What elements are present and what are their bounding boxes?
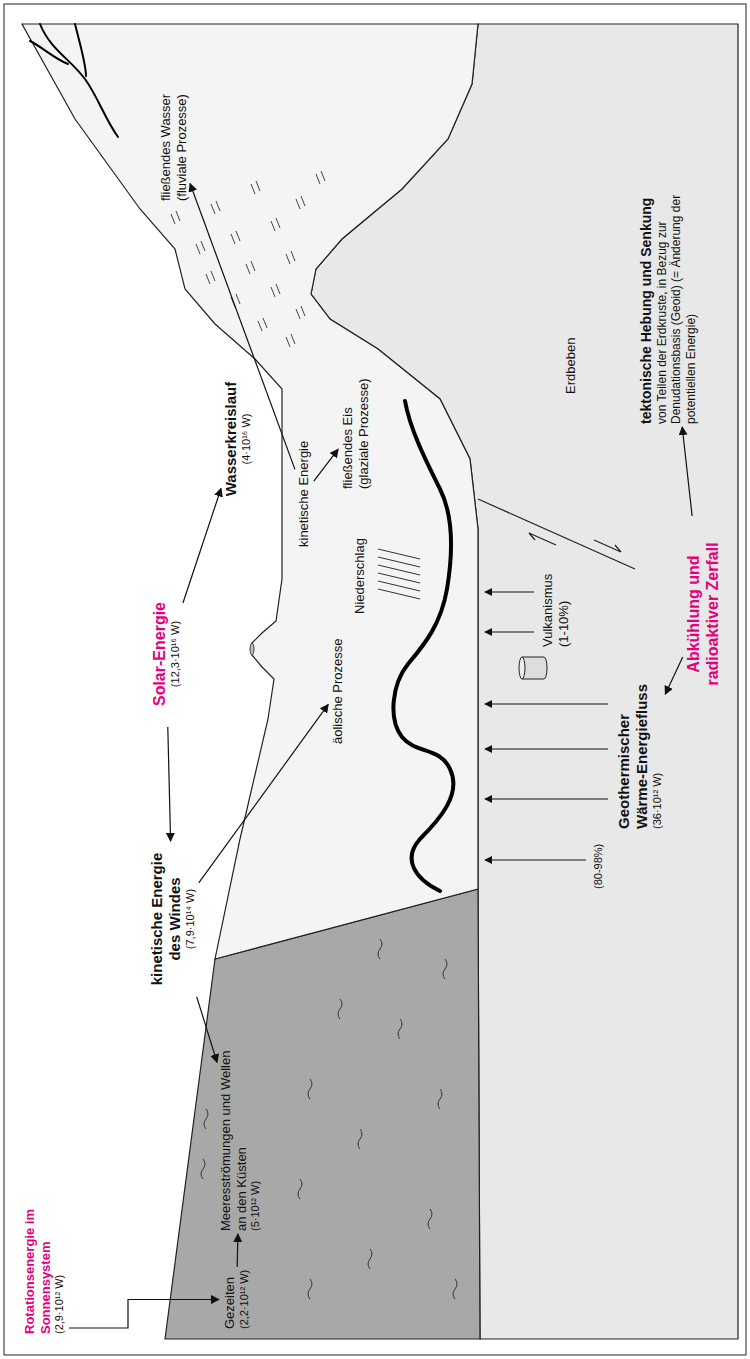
node-heading: Wasserkreislauf xyxy=(222,369,240,509)
flow-arrow xyxy=(69,1300,219,1329)
energy-flow: Wasserkreislauf(4·10¹⁶ W) xyxy=(222,369,253,509)
sea-waves xyxy=(201,939,457,1299)
flow-arrow xyxy=(197,997,217,1063)
node-heading: Meeresströmungen und Wellen an den Küste… xyxy=(218,1041,249,1231)
node-value: von Teilen der Erdkruste, in Bezug zur D… xyxy=(655,174,698,424)
energy-flow: kinetische Energie xyxy=(296,441,312,547)
node-value: (12,3·10¹⁶ W) xyxy=(169,584,182,724)
node-heading: kinetische Energie des Windes xyxy=(148,844,184,994)
label-slot: Vulkanismus (1-10%) xyxy=(540,562,571,647)
frame xyxy=(4,4,746,1355)
node-heading: Gezeiten xyxy=(222,1270,238,1329)
energy-source: Rotationsenergie im Sonnensystem(2,9·10¹… xyxy=(22,1204,66,1334)
river xyxy=(393,401,453,891)
glacier-hatching xyxy=(171,171,325,347)
process-label: Gezeiten(2,2·10¹² W) xyxy=(222,1270,251,1329)
energy-source: Solar-Energie(12,3·10¹⁶ W) xyxy=(150,584,182,724)
node-value: (36·10¹² W) xyxy=(651,669,664,829)
label-slot: (80-98%) xyxy=(592,844,605,889)
fault-line xyxy=(478,499,635,569)
volcano-vent xyxy=(519,657,547,679)
fault-motion-arrows xyxy=(529,533,621,552)
node-heading: fließendes Eis (glaziale Prozesse) xyxy=(340,364,371,489)
energy-flow: Geothermischer Wärme-Energiefluss(36·10¹… xyxy=(615,669,664,829)
volcano-crater xyxy=(250,643,254,655)
node-value: (2,9·10¹² W) xyxy=(53,1204,66,1334)
node-heading: Geothermischer Wärme-Energiefluss xyxy=(615,669,651,829)
node-value: (7,9·10¹⁴ W) xyxy=(184,844,197,994)
process-label: äolische Prozesse xyxy=(330,639,346,745)
precipitation-lines xyxy=(378,549,420,599)
node-heading: tektonische Hebung und Senkung xyxy=(638,174,655,424)
node-value: (2,2·10¹² W) xyxy=(238,1270,251,1329)
land-surface xyxy=(22,24,478,959)
label-slot: Erdbeben xyxy=(563,338,579,394)
flow-arrow xyxy=(183,488,221,603)
flow-arrow xyxy=(168,727,171,841)
flow-arrow xyxy=(314,449,338,481)
annotation: (80-98%) xyxy=(592,844,605,889)
flow-arrow xyxy=(682,427,692,516)
sea xyxy=(165,889,480,1339)
flow-arrow xyxy=(237,1234,239,1267)
flow-arrow xyxy=(665,657,682,694)
flow-arrow xyxy=(199,704,328,882)
process-label: fließendes Wasser (fluviale Prozesse) xyxy=(158,76,189,201)
process-label: fließendes Eis (glaziale Prozesse) xyxy=(340,364,371,489)
annotation: Erdbeben xyxy=(563,338,579,394)
node-heading: äolische Prozesse xyxy=(330,639,346,745)
node-heading: Rotationsenergie im Sonnensystem xyxy=(22,1204,53,1334)
node-heading: fließendes Wasser (fluviale Prozesse) xyxy=(158,76,189,201)
mountain-river xyxy=(30,24,118,137)
node-heading: Solar-Energie xyxy=(150,584,169,724)
annotation: Vulkanismus (1-10%) xyxy=(540,562,571,647)
process-label: Meeresströmungen und Wellen an den Küste… xyxy=(218,1041,262,1231)
node-value: (5·10¹² W) xyxy=(249,1041,262,1231)
label-slot: Niederschlag xyxy=(352,538,368,614)
energy-source: Abkühlung und radioaktiver Zerfall xyxy=(684,519,722,709)
process-label: tektonische Hebung und Senkungvon Teilen… xyxy=(638,174,698,424)
node-value: (4·10¹⁶ W) xyxy=(240,369,253,509)
node-heading: kinetische Energie xyxy=(296,441,312,547)
annotation: Niederschlag xyxy=(352,538,368,614)
energy-flow: kinetische Energie des Windes(7,9·10¹⁴ W… xyxy=(148,844,197,994)
node-heading: Abkühlung und radioaktiver Zerfall xyxy=(684,519,722,709)
